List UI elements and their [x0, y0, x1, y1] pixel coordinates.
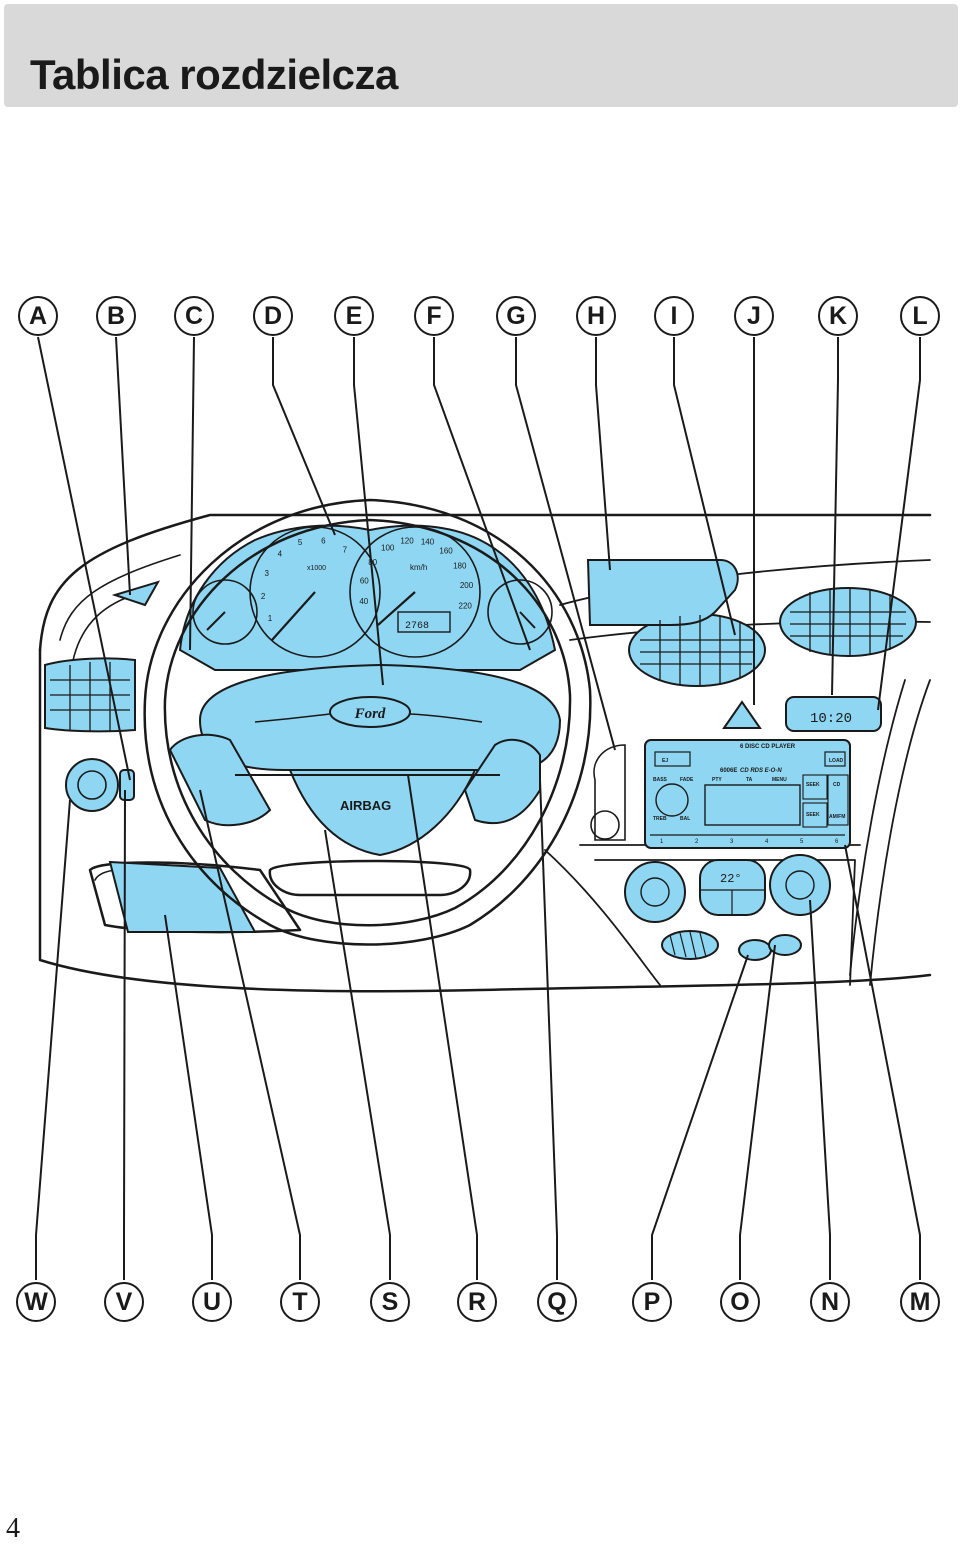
callout-w: W [16, 1282, 56, 1322]
tachometer-tick-1: 1 [268, 614, 273, 623]
airbag-label: AIRBAG [340, 798, 391, 813]
callout-u: U [192, 1282, 232, 1322]
radio-button-9: TREB [653, 816, 667, 822]
callout-k: K [818, 296, 858, 336]
speedometer-tick-200: 200 [460, 581, 474, 590]
radio-button-5: TA [746, 777, 753, 783]
callout-t: T [280, 1282, 320, 1322]
radio-subtitle: CD RDS E-O-N [740, 768, 782, 774]
callout-h: H [576, 296, 616, 336]
radio-title: 6 DISC CD PLAYER [740, 744, 796, 750]
radio-buttons: EJ LOAD BASS FADE PTY TA MENU SEEK CD TREB BAL SEEK… [653, 758, 845, 822]
callout-c: C [174, 296, 214, 336]
callout-i: I [654, 296, 694, 336]
radio-button-0: EJ [662, 758, 668, 764]
callout-l: L [900, 296, 940, 336]
callout-r: R [457, 1282, 497, 1322]
page-title: Tablica rozdzielcza [30, 51, 398, 98]
speedometer-tick-180: 180 [453, 562, 467, 571]
callout-j: J [734, 296, 774, 336]
speedometer-tick-140: 140 [421, 538, 435, 547]
page-number: 4 [6, 1513, 20, 1544]
radio-preset-6: 6 [835, 839, 839, 845]
callout-e: E [334, 296, 374, 336]
radio-preset-2: 2 [695, 839, 699, 845]
callout-m: M [900, 1282, 940, 1322]
radio-button-11: SEEK [806, 812, 820, 818]
tachometer-unit: x1000 [307, 565, 326, 572]
tachometer-tick-6: 6 [321, 537, 326, 546]
radio-button-2: BASS [653, 777, 668, 783]
radio-button-8: CD [833, 782, 841, 788]
title-bar: Tablica rozdzielcza [4, 4, 958, 107]
speedometer-tick-100: 100 [381, 544, 395, 553]
callout-d: D [253, 296, 293, 336]
radio-button-3: FADE [680, 777, 694, 783]
callout-g: G [496, 296, 536, 336]
clock-display: 10:20 [810, 711, 852, 727]
tachometer-tick-5: 5 [298, 538, 303, 547]
callout-o: O [720, 1282, 760, 1322]
radio-button-10: BAL [680, 816, 690, 822]
radio-presets: 1 2 3 4 5 6 [660, 839, 839, 845]
radio-button-6: MENU [772, 777, 787, 783]
radio-preset-3: 3 [730, 839, 734, 845]
radio-button-12: AM/FM [829, 814, 845, 820]
speedometer-tick-120: 120 [400, 537, 414, 546]
tachometer-tick-7: 7 [343, 545, 348, 554]
odometer-display: 2768 [405, 621, 429, 632]
speedometer-unit: km/h [410, 563, 427, 572]
ford-logo-text: Ford [354, 706, 386, 722]
callout-f: F [414, 296, 454, 336]
callout-n: N [810, 1282, 850, 1322]
speedometer-tick-160: 160 [439, 546, 453, 555]
climate-temp: 22° [720, 872, 742, 886]
speedometer-tick-40: 40 [359, 597, 368, 606]
callout-p: P [632, 1282, 672, 1322]
callout-s: S [370, 1282, 410, 1322]
radio-preset-5: 5 [800, 839, 804, 845]
radio-button-4: PTY [712, 777, 722, 783]
radio-button-7: SEEK [806, 782, 820, 788]
tachometer-tick-3: 3 [264, 569, 269, 578]
tachometer-tick-2: 2 [261, 592, 266, 601]
tachometer-ticks: 1 2 3 4 5 6 7 [261, 537, 348, 623]
callout-a: A [18, 296, 58, 336]
tachometer-tick-4: 4 [278, 550, 283, 559]
speedometer-tick-60: 60 [360, 577, 369, 586]
radio-preset-4: 4 [765, 839, 769, 845]
speedometer-tick-220: 220 [459, 602, 473, 611]
callout-q: Q [537, 1282, 577, 1322]
callout-v: V [104, 1282, 144, 1322]
speedometer-tick-80: 80 [368, 558, 377, 567]
radio-model: 6006E [720, 768, 737, 774]
radio-button-1: LOAD [829, 758, 844, 764]
radio-preset-1: 1 [660, 839, 664, 845]
callout-b: B [96, 296, 136, 336]
